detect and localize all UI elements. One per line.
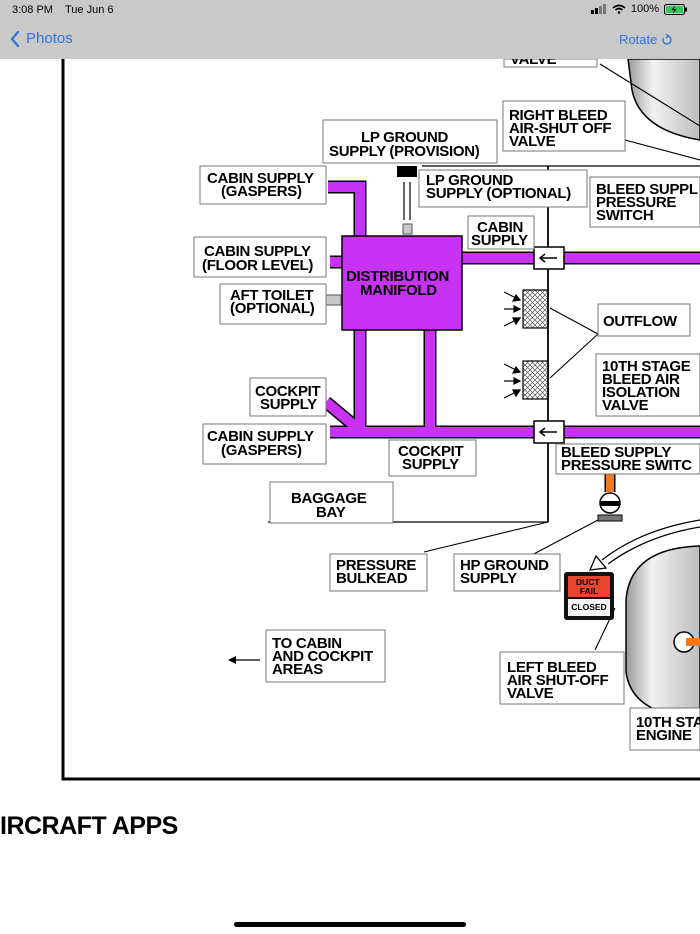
outflow-label: OUTFLOW <box>603 313 678 330</box>
back-label: Photos <box>26 30 73 47</box>
cabin-supply-gaspers-bottom-label: CABIN SUPPLY (GASPERS) <box>207 428 317 459</box>
cockpit-supply-bottom-label: COCKPIT SUPPLY <box>398 443 467 473</box>
bleed-supply-pressure-switch-top-label: BLEED SUPPL PRESSURE SWITCH <box>596 181 700 224</box>
duct-closed-label: CLOSED <box>571 602 606 612</box>
footer-title: IRCRAFT APPS <box>0 812 178 840</box>
tenth-stage-engine-label: 10TH STA ENGINE <box>636 714 700 744</box>
status-time: 3:08 PM <box>12 4 53 16</box>
signal-icon <box>590 4 606 14</box>
lp-ground-provision-label: LP GROUND SUPPLY (PROVISION) <box>329 129 480 160</box>
outflow-valve-lower <box>522 360 549 400</box>
purple-ducts <box>322 182 700 437</box>
rotate-button[interactable]: Rotate <box>619 32 672 47</box>
rotate-label: Rotate <box>619 32 658 47</box>
left-engine-shape <box>625 545 700 719</box>
outflow-arrows <box>503 291 522 399</box>
cockpit-supply-left-label: COCKPIT SUPPLY <box>255 383 324 413</box>
hp-ground-supply-label: HP GROUND SUPPLY <box>460 557 553 587</box>
back-button[interactable]: Photos <box>10 30 73 47</box>
right-bleed-label: RIGHT BLEED AIR-SHUT OFF VALVE <box>509 107 615 150</box>
distribution-manifold <box>341 235 463 331</box>
battery-percent: 100% <box>630 3 659 15</box>
svg-text:DUCT FAIL: DUCT FAIL <box>576 577 602 596</box>
lp-ground-optional-label: LP GROUND SUPPLY (OPTIONAL) <box>426 172 571 202</box>
air-distribution-diagram: DISTRIBUTION MANIFOLD <box>61 59 700 781</box>
diagram-frame <box>61 59 700 781</box>
nav-bar: Photos Rotate <box>0 20 700 59</box>
baggage-bay-label: BAGGAGE BAY <box>291 490 370 521</box>
tenth-stage-isolation-label: 10TH STAGE BLEED AIR ISOLATION VALVE <box>602 358 694 414</box>
pressure-bulkead-label: PRESSURE BULKEAD <box>336 557 420 587</box>
aft-toilet-port <box>324 294 342 306</box>
wifi-icon <box>612 4 626 14</box>
status-indicators: 100% <box>590 3 688 15</box>
bleed-supply-pressure-switch-bottom-label: BLEED SUPPLY PRESSURE SWITC <box>561 444 692 474</box>
valve-top-label: VALVE <box>510 59 557 68</box>
right-engine-shape <box>627 59 700 141</box>
lp-optional-port <box>402 223 413 235</box>
status-bar: 3:08 PM Tue Jun 6 100% <box>0 0 700 20</box>
big-arrow-head <box>588 554 608 571</box>
cabin-supply-gaspers-top-label: CABIN SUPPLY (GASPERS) <box>207 170 317 200</box>
chevron-left-icon <box>10 30 20 47</box>
rotate-icon <box>662 33 672 45</box>
status-date: Tue Jun 6 <box>65 4 114 16</box>
lp-ground-connector <box>397 166 417 177</box>
battery-charging-icon <box>664 3 687 15</box>
outflow-valve-upper <box>522 289 549 329</box>
arrow-left-icon <box>228 656 236 664</box>
home-indicator[interactable] <box>234 922 466 927</box>
aft-toilet-label: AFT TOILET (OPTIONAL) <box>230 287 317 317</box>
cabin-supply-floor-label: CABIN SUPPLY (FLOOR LEVEL) <box>202 243 314 274</box>
manifold-label: DISTRIBUTION MANIFOLD <box>346 268 453 299</box>
to-cabin-label: TO CABIN AND COCKPIT AREAS <box>272 635 377 678</box>
left-bleed-label: LEFT BLEED AIR SHUT-OFF VALVE <box>507 659 612 702</box>
cabin-supply-short-label: CABIN SUPPLY <box>471 219 528 249</box>
